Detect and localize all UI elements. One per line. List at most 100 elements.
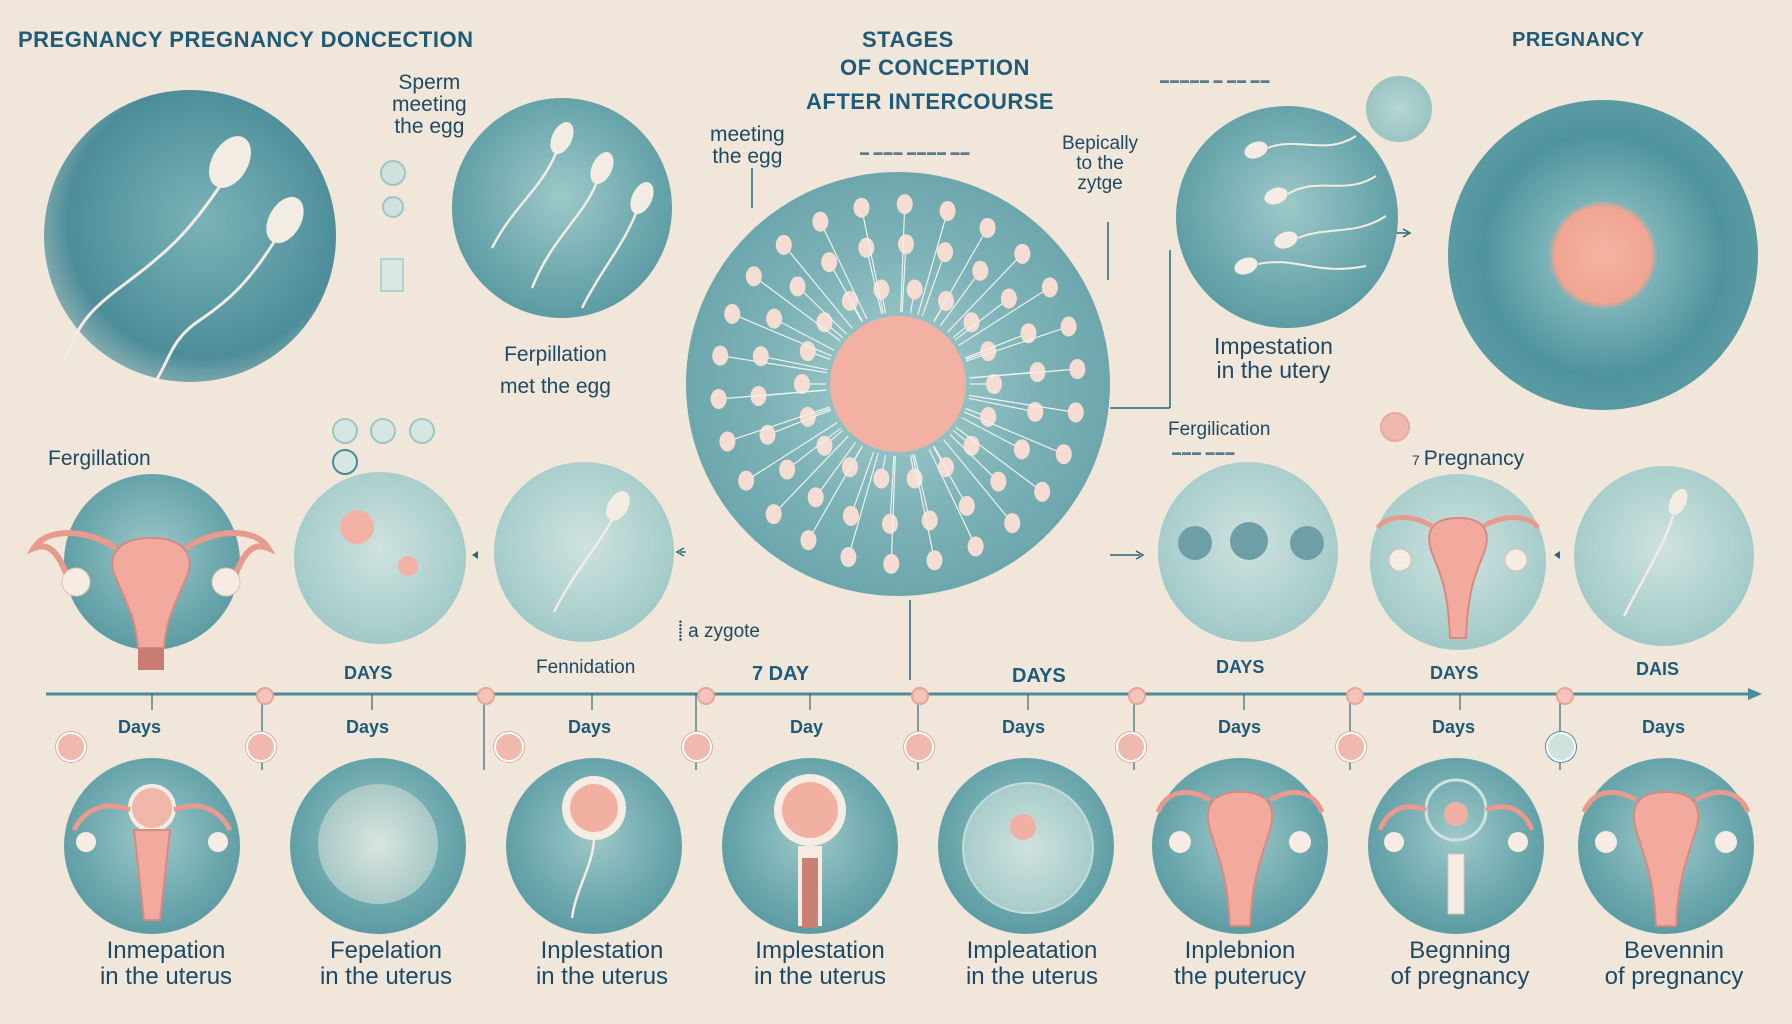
sperm-head (812, 211, 829, 232)
sperm-tail (860, 207, 884, 314)
center-title-line3: AFTER INTERCOURSE (806, 89, 1055, 114)
sperm-tail (932, 446, 968, 507)
sperm-tail (753, 275, 841, 342)
sperm-tail (783, 244, 853, 329)
sperm-tail (865, 247, 883, 315)
small-egg-icon (1366, 76, 1432, 142)
zygote-icon (1010, 814, 1036, 840)
sperm-tail (949, 433, 999, 483)
sperm-head (1067, 402, 1084, 423)
sperm-head (738, 470, 755, 491)
sperm-tail (720, 355, 827, 374)
sperm-tail (964, 411, 1065, 455)
day-badge (904, 732, 934, 762)
sperm-tail (889, 455, 895, 524)
sperm-tail (966, 325, 1069, 362)
right-title: PREGNANCY (1512, 29, 1645, 51)
sperm-tail (727, 406, 830, 443)
meeting-label: meeting the egg (710, 123, 785, 169)
sperm-icon (552, 491, 630, 613)
sperm-head (800, 530, 817, 551)
sperm-head (799, 341, 816, 362)
sperm-head (980, 341, 997, 362)
upper-day-label: DAYS (1430, 663, 1479, 683)
sperm-head (963, 312, 980, 333)
sperm-tail (731, 313, 832, 357)
egg-icon (562, 776, 626, 919)
uterus-icon (1155, 789, 1325, 927)
sperm-head (710, 388, 727, 409)
sperm-head (807, 487, 824, 508)
uterus-icon (71, 784, 233, 921)
sperm-head (779, 459, 796, 480)
tiny-text: ▬▬▬▬▬ ▬ ▬▬ ▬▬ (1160, 75, 1271, 85)
lower-day-label: Days (346, 717, 390, 737)
cell-icon (1230, 522, 1268, 560)
day-badge (56, 732, 86, 762)
lower-day-label: Day (790, 717, 824, 737)
sperm-head (972, 260, 989, 281)
lower-day-label: Days (118, 717, 162, 737)
day-badge (1116, 732, 1146, 762)
impestation-label: Impestation in the utery (1214, 333, 1333, 384)
sperm-head (873, 468, 890, 489)
uterus-icon (1581, 789, 1751, 927)
timeline-marker (1128, 687, 1146, 705)
left-title: PREGNANCY PREGNANCY DONCECTION (18, 27, 474, 52)
sperm-tail (921, 251, 946, 317)
zygote-label: ⸽ a zygote (678, 621, 760, 642)
sperm-head (765, 504, 782, 525)
sperm-head (958, 495, 975, 516)
implantation-icon (774, 774, 846, 928)
timeline-marker (1346, 687, 1364, 705)
arrow-icon (472, 551, 478, 559)
zygote-icon (398, 556, 418, 576)
day-badge (682, 732, 712, 762)
sperm-tail (969, 394, 1076, 413)
sperm-label: Sperm meeting the egg (392, 71, 467, 139)
sperm-tail (928, 448, 977, 547)
sperm-head (986, 374, 1002, 394)
cell-division-circle (294, 472, 466, 644)
day-badge (246, 732, 276, 762)
sperm-tail (955, 426, 1043, 493)
sperm-tail (913, 453, 931, 521)
sperm-head (1069, 359, 1086, 380)
timeline-marker (256, 687, 274, 705)
sperm-head (980, 406, 997, 427)
lower-day-label: Days (1642, 717, 1686, 737)
sperm-head (799, 406, 816, 427)
day-badge (1336, 732, 1366, 762)
sperm-head (1055, 444, 1072, 465)
sperm-head (881, 513, 898, 534)
sperm-head (926, 550, 943, 571)
sperm-head (1041, 277, 1058, 298)
timeline-marker (477, 687, 495, 705)
blastocyst-icon (318, 784, 438, 904)
fergillation-left-label: Fergillation (48, 447, 151, 470)
sperm-head (1004, 513, 1021, 534)
sperm-head (1034, 481, 1051, 502)
sperm-tail (939, 270, 981, 327)
sperm-head (719, 431, 736, 452)
upper-day-label: DAYS (1012, 665, 1066, 687)
sperm-tail (847, 453, 879, 558)
sperm-tail (807, 446, 863, 541)
cell-icon (1178, 526, 1212, 560)
sperm-tail (968, 397, 1036, 413)
sperm-head (745, 266, 762, 287)
sperm-tail (760, 355, 828, 371)
embryo-sac-icon (962, 782, 1094, 914)
sperm-single-circle-right (1574, 466, 1754, 646)
small-icon (372, 160, 412, 300)
sperm-head (896, 194, 913, 215)
uterus-icon (26, 530, 276, 670)
sperm-head (712, 345, 729, 366)
sperm-tail (718, 389, 827, 400)
sperm-head (1013, 439, 1030, 460)
timeline-marker (697, 687, 715, 705)
